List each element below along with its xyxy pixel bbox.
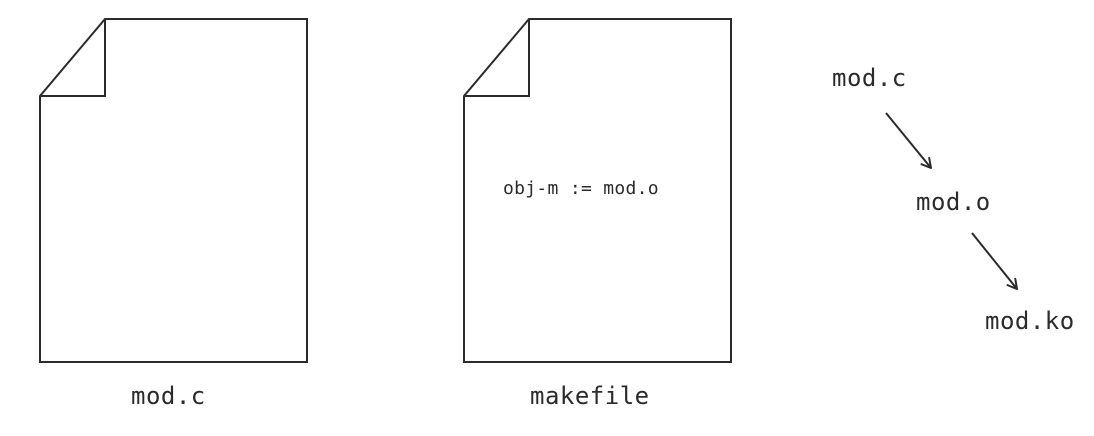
makefile-caption: makefile (530, 382, 650, 410)
arrow-o-to-ko (971, 232, 1018, 290)
makefile-content: obj-m := mod.o (503, 178, 659, 199)
chain-source-label: mod.c (832, 64, 907, 92)
source-file-caption: mod.c (131, 382, 206, 410)
chain-object-label: mod.o (916, 188, 991, 216)
makefile-icon (463, 18, 732, 363)
chain-module-label: mod.ko (985, 307, 1075, 335)
source-file-icon (39, 18, 308, 363)
arrow-c-to-o (885, 112, 932, 169)
